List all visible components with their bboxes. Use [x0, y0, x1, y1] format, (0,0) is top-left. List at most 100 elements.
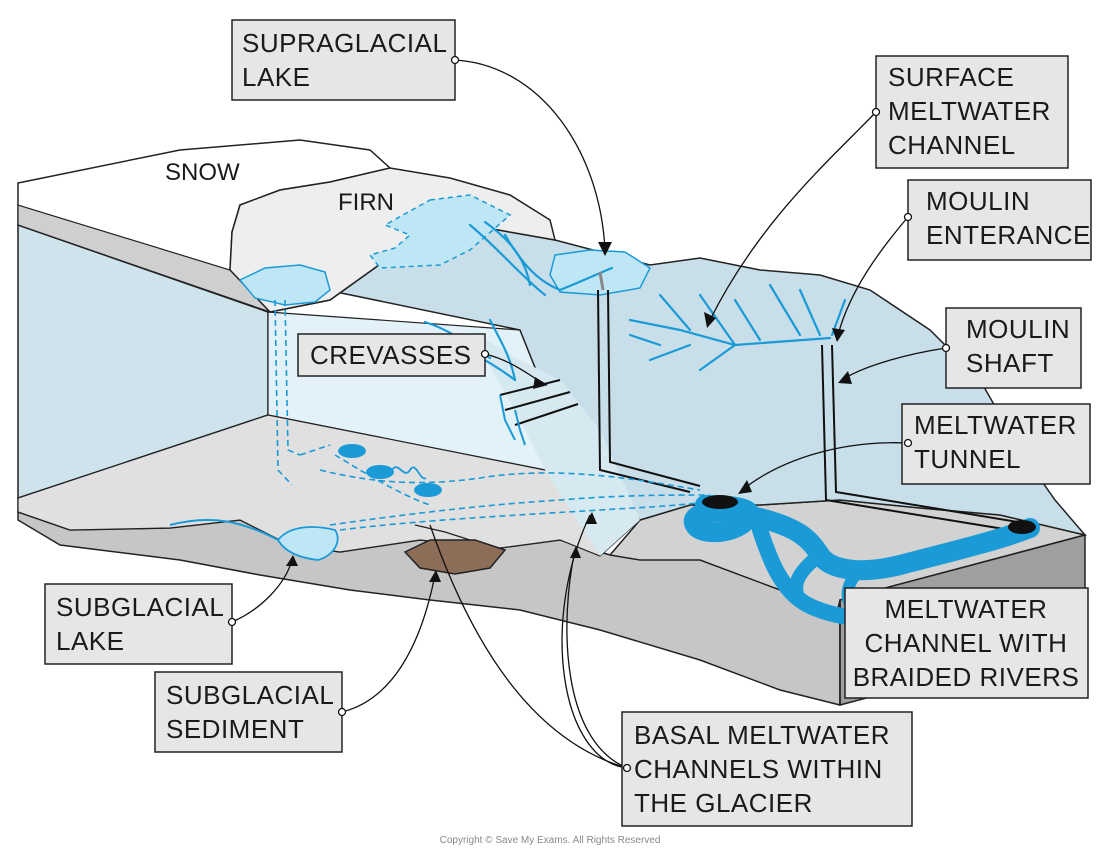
label-line: CREVASSES — [310, 340, 472, 370]
label-line: CHANNEL WITH — [865, 628, 1068, 658]
label-line: THE GLACIER — [634, 788, 813, 818]
trib-1 — [658, 293, 692, 332]
pool-2 — [366, 465, 394, 479]
label-supraglacial-lake: SUPRAGLACIAL LAKE — [231, 19, 460, 101]
copyright-notice: Copyright © Save My Exams. All Rights Re… — [439, 835, 661, 846]
leader-dot — [622, 763, 632, 773]
arrow-moulin-entrance — [832, 328, 845, 342]
basal-dash-5 — [334, 454, 431, 506]
tunnel-mouth-1 — [702, 495, 738, 509]
label-moulin-shaft: MOULIN SHAFT — [941, 307, 1082, 389]
crevasse-water-2 — [514, 409, 526, 446]
label-subglacial-sediment: SUBGLACIAL SEDIMENT — [154, 671, 347, 753]
leader-subglacial-sediment — [341, 574, 436, 713]
label-line: MOULIN — [966, 314, 1070, 344]
label-box — [901, 403, 1091, 485]
leader-dot — [903, 438, 913, 448]
label-line: CHANNELS WITHIN — [634, 754, 883, 784]
crevasse-water-1 — [499, 394, 516, 441]
arrow-basal-2 — [570, 546, 581, 558]
trib-9 — [628, 333, 662, 347]
label-box — [875, 55, 1069, 169]
label-line: SUPRAGLACIAL — [242, 28, 447, 58]
stream-4 — [558, 266, 614, 292]
leader-surface-channel — [709, 111, 877, 321]
label-line: BASAL MELTWATER — [634, 720, 890, 750]
firn-lake — [368, 194, 512, 269]
label-line: SURFACE — [888, 62, 1014, 92]
label-meltwater-tunnel: MELTWATER TUNNEL — [901, 403, 1091, 485]
label-basal-channels: BASAL MELTWATER CHANNELS WITHIN THE GLAC… — [621, 711, 913, 827]
basal-dash-4 — [339, 499, 721, 531]
trib-4 — [768, 283, 802, 337]
leader-basal-2 — [566, 549, 628, 769]
label-line: LAKE — [242, 62, 311, 92]
label-line: MOULIN — [926, 186, 1030, 216]
label-crevasses: CREVASSES — [297, 333, 490, 377]
leader-meltwater-tunnel — [741, 442, 909, 491]
label-line: SUBGLACIAL — [166, 680, 334, 710]
leader-dot — [941, 343, 951, 353]
crevasse-marks — [499, 379, 579, 446]
label-line: LAKE — [56, 626, 125, 656]
leader-dot — [227, 617, 237, 627]
label-line: ENTERANCE — [926, 220, 1091, 250]
arrow-meltwater-tunnel — [738, 480, 752, 494]
label-subglacial-lake: SUBGLACIAL LAKE — [44, 583, 237, 665]
label-moulin-entrance: MOULIN ENTERANCE — [903, 179, 1092, 261]
pool-3 — [414, 483, 442, 497]
sediment-line — [414, 524, 471, 541]
label-braided-rivers: MELTWATER CHANNEL WITH BRAIDED RIVERS — [844, 587, 1089, 699]
label-surface-meltwater-channel: SURFACE MELTWATER CHANNEL — [871, 55, 1069, 169]
wiggle-channel — [391, 466, 427, 480]
label-line: MELTWATER — [888, 96, 1051, 126]
crevasse-2 — [504, 391, 571, 411]
arrow-moulin-shaft — [838, 371, 852, 384]
label-box — [945, 307, 1082, 389]
leader-dot — [480, 349, 490, 359]
firn-label: FIRN — [338, 189, 394, 216]
label-line: MELTWATER — [885, 594, 1048, 624]
glacier-bed-floor — [17, 414, 642, 557]
pool-1 — [338, 444, 366, 458]
stream-1 — [468, 223, 547, 297]
trib-3 — [733, 298, 762, 342]
trib-8 — [648, 343, 692, 362]
stream-3 — [503, 233, 562, 292]
moulin-shaft-1b — [607, 289, 701, 487]
moulin-shaft-2a — [821, 344, 1011, 531]
trib-5 — [798, 288, 822, 337]
label-line: BRAIDED RIVERS — [853, 662, 1080, 692]
crevasse-1 — [499, 379, 561, 396]
ice-ridge-face — [470, 330, 640, 556]
trib-2 — [698, 293, 737, 347]
subglacial-inflow — [169, 519, 279, 541]
moulins — [597, 271, 1019, 531]
arrow-basal-1 — [585, 512, 597, 524]
cut-drain-1 — [284, 299, 301, 456]
surface-channel-main — [628, 318, 832, 347]
leader-dot — [903, 212, 913, 222]
leader-moulin-entrance — [837, 216, 909, 336]
braid-branch-2 — [789, 548, 827, 607]
label-line: TUNNEL — [914, 444, 1021, 474]
basal-dash-3 — [329, 494, 711, 526]
leader-subglacial-lake — [231, 559, 293, 623]
leader-dot — [450, 55, 460, 65]
trib-7 — [698, 343, 737, 372]
braid-main — [683, 495, 1040, 581]
moulin-entrance-1 — [598, 271, 605, 291]
label-line: MELTWATER — [914, 410, 1077, 440]
leader-dot — [871, 107, 881, 117]
label-line: SHAFT — [966, 348, 1054, 378]
arrow-surface-channel — [704, 312, 716, 328]
subglacial-pools — [338, 444, 442, 497]
snow-label: SNOW — [165, 159, 240, 186]
arrow-subglacial-lake — [286, 555, 298, 566]
arrow-subglacial-sediment — [429, 570, 441, 582]
tunnel-mouth-2 — [1008, 520, 1036, 534]
basal-channels — [274, 299, 721, 531]
basal-dash-2 — [319, 469, 701, 491]
crevasse-3 — [514, 403, 579, 426]
